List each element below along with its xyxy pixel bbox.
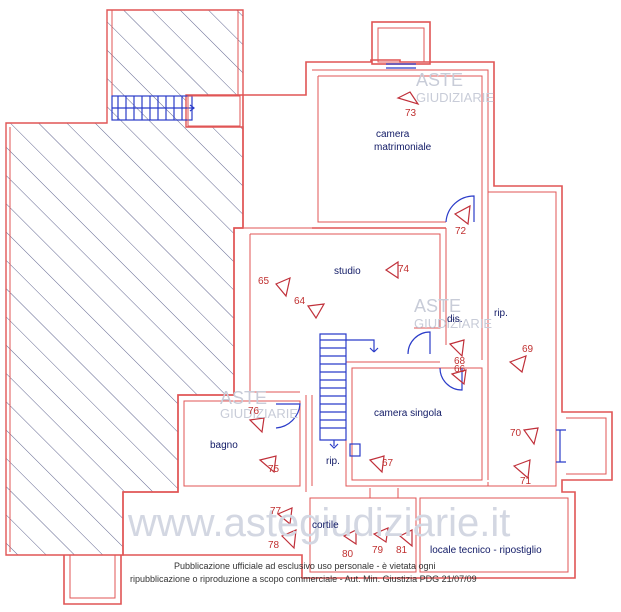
room-label-matrimoniale: matrimoniale <box>374 142 432 153</box>
svg-text:ASTE: ASTE <box>220 388 267 408</box>
photo-point-80: 80 <box>342 549 354 560</box>
room-label-bagno: bagno <box>210 440 238 451</box>
photo-point-81: 81 <box>396 545 408 556</box>
photo-point-76: 76 <box>248 406 260 417</box>
room-label-cortile: cortile <box>312 520 339 531</box>
top-stair <box>111 95 195 121</box>
room-label-locale-tecnico: locale tecnico - ripostiglio <box>430 545 542 556</box>
svg-text:ASTE: ASTE <box>414 296 461 316</box>
photo-point-77: 77 <box>270 506 282 517</box>
room-label-rip-left: rip. <box>326 456 340 467</box>
room-label-camera-singola: camera singola <box>374 408 442 419</box>
footer-line-2: ripubblicazione o riproduzione a scopo c… <box>130 574 477 584</box>
photo-point-66: 66 <box>454 364 466 375</box>
aste-watermark-left: ASTE GIUDIZIARIE <box>220 388 298 421</box>
photo-point-78: 78 <box>268 540 280 551</box>
photo-point-70: 70 <box>510 428 522 439</box>
photo-point-71: 71 <box>520 476 532 487</box>
hatched-terrace <box>5 9 244 556</box>
photo-point-68: 68 <box>454 356 466 367</box>
svg-text:GIUDIZIARIE: GIUDIZIARIE <box>220 406 298 421</box>
photo-point-75: 75 <box>268 464 280 475</box>
room-label-studio: studio <box>334 266 361 277</box>
room-label-rip-right: rip. <box>494 308 508 319</box>
photo-point-79: 79 <box>372 545 384 556</box>
room-label-camera: camera <box>376 129 410 140</box>
photo-point-69: 69 <box>522 344 534 355</box>
photo-point-72: 72 <box>455 226 467 237</box>
photo-point-65: 65 <box>258 276 270 287</box>
photo-point-67: 67 <box>382 458 394 469</box>
svg-text:ASTE: ASTE <box>416 70 463 90</box>
site-watermark: www.astegiudiziarie.it <box>127 501 510 545</box>
photo-point-74: 74 <box>398 264 410 275</box>
footer-line-1: Pubblicazione ufficiale ad esclusivo uso… <box>174 561 436 571</box>
interior-walls <box>63 75 607 605</box>
aste-watermark-mid: ASTE GIUDIZIARIE <box>414 296 492 331</box>
svg-text:GIUDIZIARIE: GIUDIZIARIE <box>416 90 494 105</box>
center-stair <box>319 333 379 449</box>
photo-point-64: 64 <box>294 296 306 307</box>
camera-markers <box>248 91 539 550</box>
photo-point-73: 73 <box>405 108 417 119</box>
room-label-dis: dis. <box>447 314 463 325</box>
aste-watermark-top: ASTE GIUDIZIARIE <box>416 70 494 105</box>
svg-text:GIUDIZIARIE: GIUDIZIARIE <box>414 316 492 331</box>
